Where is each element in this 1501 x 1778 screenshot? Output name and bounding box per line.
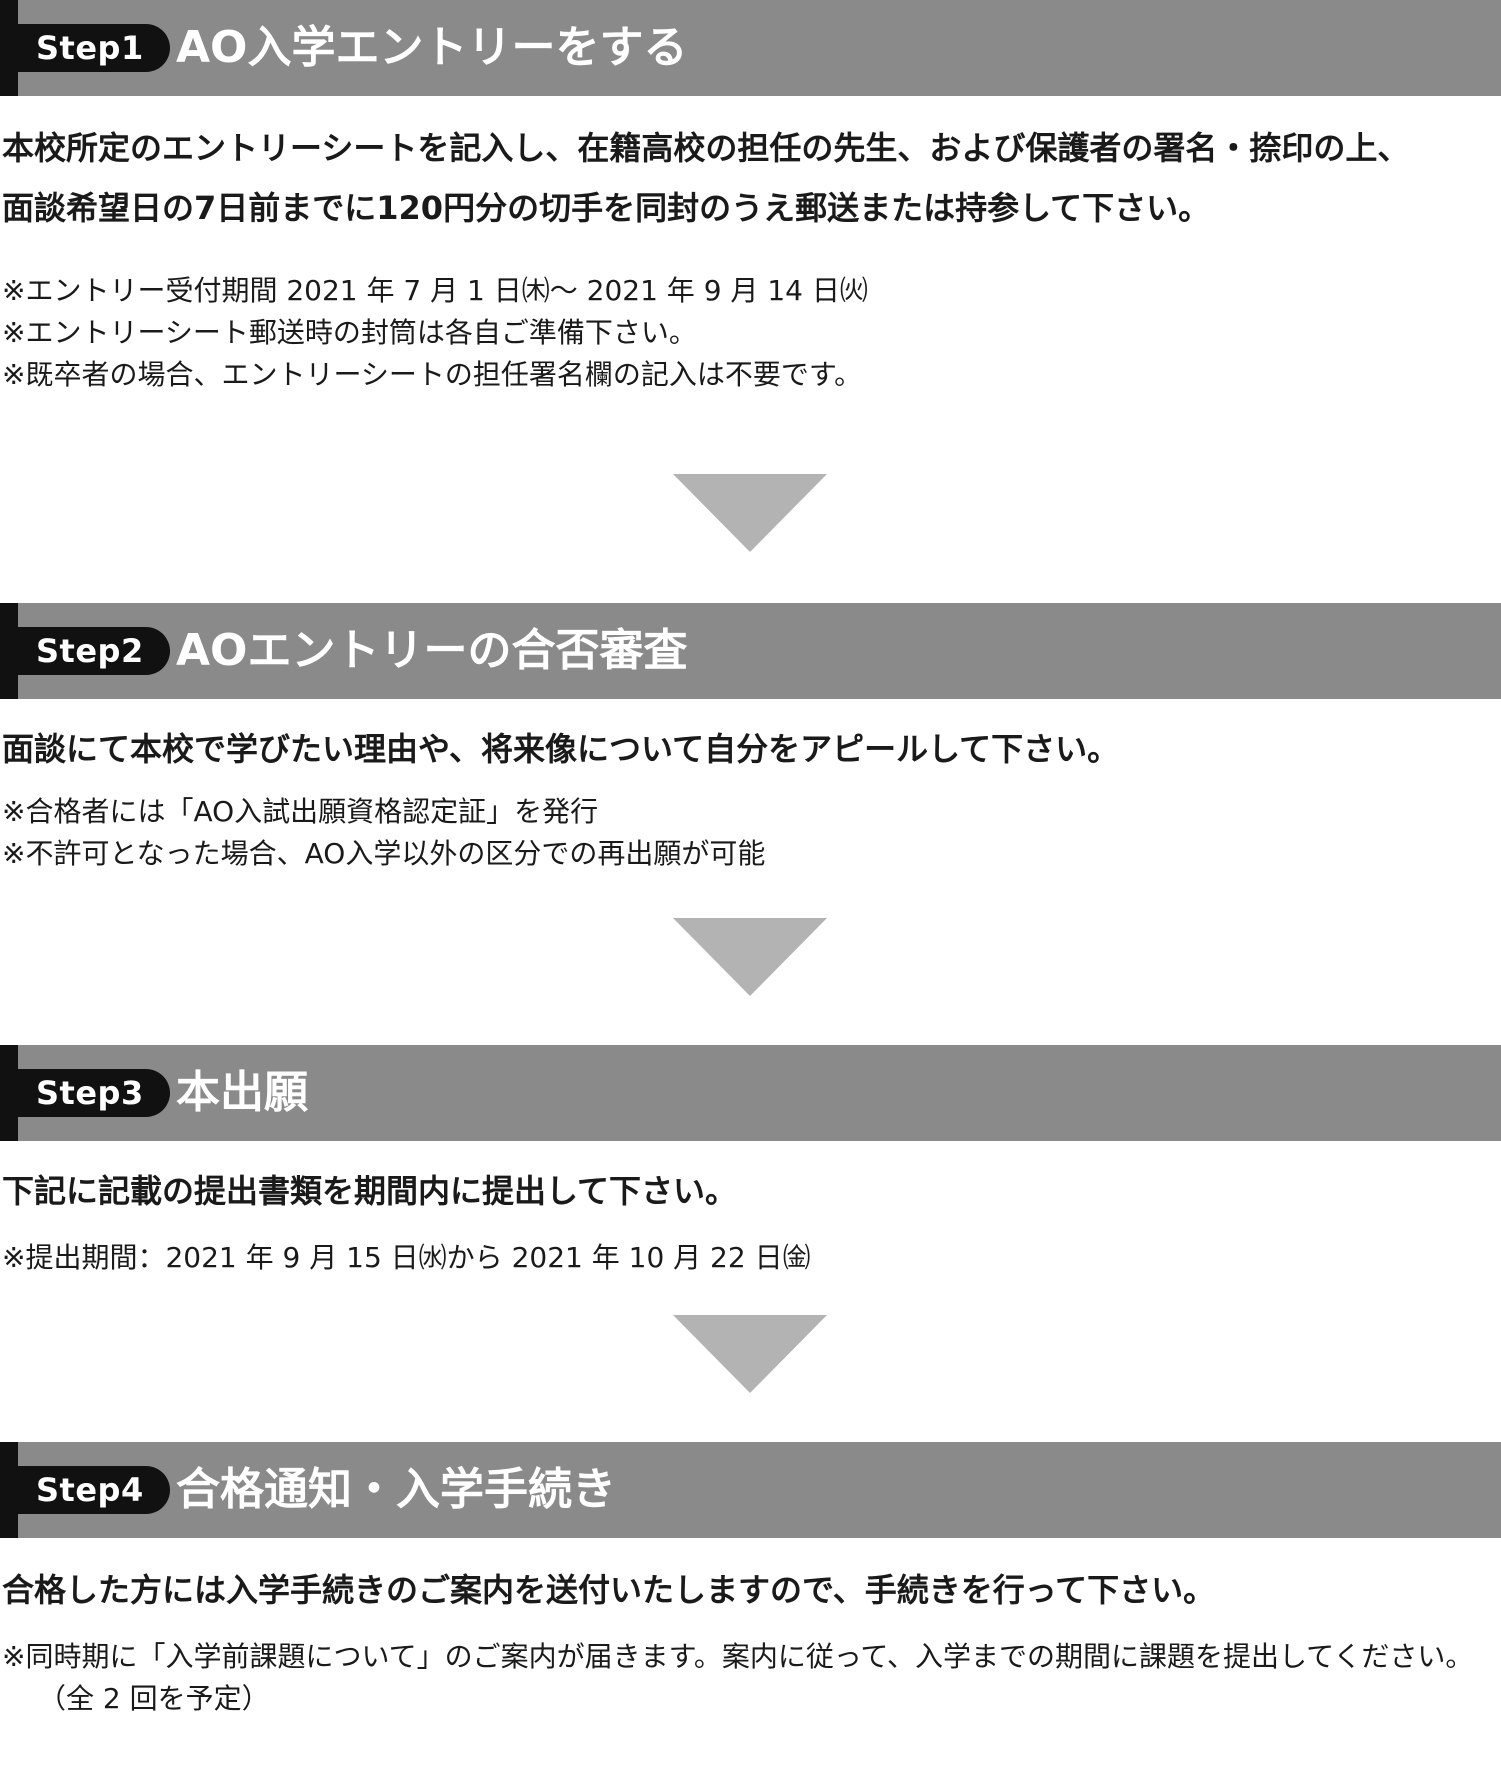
step-description: 下記に記載の提出書類を期間内に提出して下さい。 <box>2 1172 738 1210</box>
note-list: ※エントリー受付期間 2021 年 7 月 1 日㈭～ 2021 年 9 月 1… <box>0 270 1501 396</box>
step-title: AO入学エントリーをする <box>176 22 688 73</box>
note-item: ※合格者には「AO入試出願資格認定証」を発行 <box>2 795 599 828</box>
note-item: ※エントリーシート郵送時の封筒は各自ご準備下さい。 <box>2 316 697 349</box>
note-item: ※同時期に「入学前課題について」のご案内が届きます。案内に従って、入学までの期間… <box>2 1640 1474 1715</box>
down-arrow-icon <box>673 1315 827 1393</box>
note-item: ※既卒者の場合、エントリーシートの担任署名欄の記入は不要です。 <box>2 358 863 391</box>
step-header: Step4 合格通知・入学手続き <box>0 1442 1501 1538</box>
step-description: 面談にて本校で学びたい理由や、将来像について自分をアピールして下さい。 <box>2 730 1120 768</box>
note-item: ※不許可となった場合、AO入学以外の区分での再出願が可能 <box>2 837 766 870</box>
note-list: ※提出期間：2021 年 9 月 15 日㈬から 2021 年 10 月 22 … <box>0 1237 1501 1279</box>
step-2: Step2 AOエントリーの合否審査 面談にて本校で学びたい理由や、将来像につい… <box>0 603 1501 875</box>
step-badge: Step2 <box>18 627 170 675</box>
step-badge: Step1 <box>18 24 170 72</box>
step-header: Step1 AO入学エントリーをする <box>0 0 1501 96</box>
note-item: ※提出期間：2021 年 9 月 15 日㈬から 2021 年 10 月 22 … <box>2 1241 811 1274</box>
header-accent <box>0 603 18 699</box>
down-arrow-icon <box>673 918 827 996</box>
step-header: Step3 本出願 <box>0 1045 1501 1141</box>
step-badge: Step4 <box>18 1466 170 1514</box>
step-description: 面談希望日の7日前までに120円分の切手を同封のうえ郵送または持参して下さい。 <box>2 189 1211 227</box>
step-title: 合格通知・入学手続き <box>176 1464 616 1515</box>
step-description: 本校所定のエントリーシートを記入し、在籍高校の担任の先生、および保護者の署名・捺… <box>2 129 1410 167</box>
step-badge: Step3 <box>18 1069 170 1117</box>
step-title: AOエントリーの合否審査 <box>176 625 688 676</box>
down-arrow-icon <box>673 474 827 552</box>
header-accent <box>0 0 18 96</box>
note-list: ※同時期に「入学前課題について」のご案内が届きます。案内に従って、入学までの期間… <box>0 1636 1501 1720</box>
note-item: ※エントリー受付期間 2021 年 7 月 1 日㈭～ 2021 年 9 月 1… <box>2 274 868 307</box>
step-3: Step3 本出願 下記に記載の提出書類を期間内に提出して下さい。 ※提出期間：… <box>0 1045 1501 1279</box>
header-accent <box>0 1442 18 1538</box>
step-title: 本出願 <box>176 1067 308 1118</box>
step-description: 合格した方には入学手続きのご案内を送付いたしますので、手続きを行って下さい。 <box>2 1571 1216 1609</box>
header-accent <box>0 1045 18 1141</box>
step-1: Step1 AO入学エントリーをする 本校所定のエントリーシートを記入し、在籍高… <box>0 0 1501 396</box>
step-4: Step4 合格通知・入学手続き 合格した方には入学手続きのご案内を送付いたしま… <box>0 1442 1501 1720</box>
step-header: Step2 AOエントリーの合否審査 <box>0 603 1501 699</box>
note-list: ※合格者には「AO入試出願資格認定証」を発行 ※不許可となった場合、AO入学以外… <box>0 791 1501 875</box>
